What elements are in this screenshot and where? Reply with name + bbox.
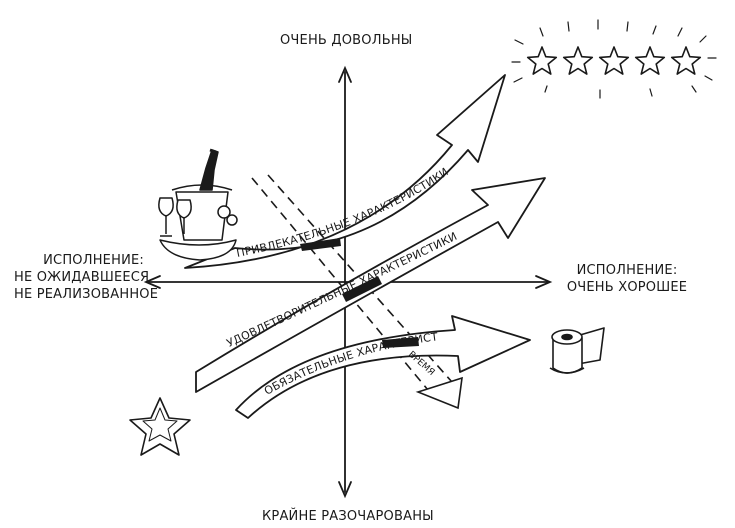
axis-right-line-2: ОЧЕНЬ ХОРОШЕЕ [566,280,688,295]
rating-star-icon [562,46,594,75]
toilet-paper-icon [549,327,605,374]
rating-star-icon [634,46,666,75]
axis-left-line-2: НЕ ОЖИДАВШЕЕСЯ [14,270,150,285]
axis-right-line-1: ИСПОЛНЕНИЕ: [576,263,678,278]
rating-star-icon [526,46,558,75]
axis-bottom-label: КРАЙНЕ РАЗОЧАРОВАНЫ [262,509,434,524]
axis-left-label: ИСПОЛНЕНИЕ: НЕ ОЖИДАВШЕЕСЯ НЕ РЕАЛИЗОВАН… [14,252,159,303]
axis-arrow-right-icon [535,275,553,289]
five-star-rating-icon [511,19,717,99]
axis-arrow-left-icon [143,275,161,289]
attractive-curve [184,74,506,269]
axis-top-label: ОЧЕНЬ ДОВОЛЬНЫ [280,33,413,48]
rating-star-icon [598,46,630,75]
axis-arrow-up-icon [338,65,352,83]
basic-curve [235,315,531,419]
axis-left-line-1: ИСПОЛНЕНИЕ: [43,253,144,268]
champagne-bucket-icon [158,148,238,261]
outline-star-icon [129,397,191,456]
axis-arrow-down-icon [338,481,352,499]
axis-left-line-3: НЕ РЕАЛИЗОВАННОЕ [14,287,159,302]
axis-right-label: ИСПОЛНЕНИЕ: ОЧЕНЬ ХОРОШЕЕ [562,262,692,296]
performance-curve [195,177,546,393]
time-arrowhead-icon [415,376,463,410]
rating-star-icon [670,46,702,75]
